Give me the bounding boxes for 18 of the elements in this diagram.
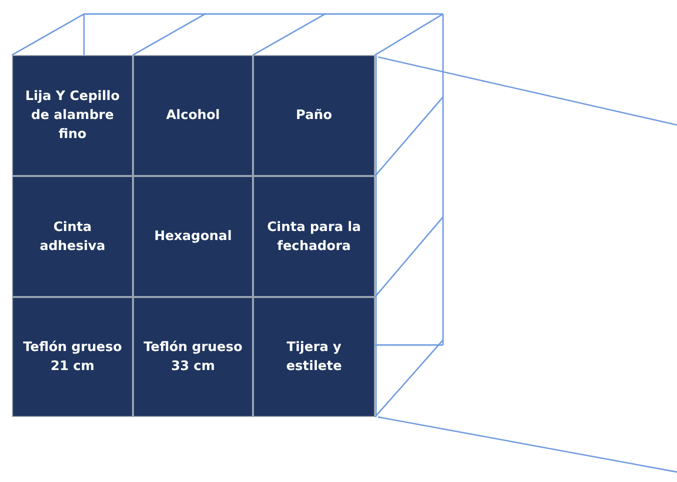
grid-cell [133,176,253,297]
grid-cell [253,297,375,417]
cell-label: Paño [294,107,334,125]
cell-label: Tijera y estilete [285,339,343,376]
cell-label: Hexagonal [153,228,233,246]
cell-label: Teflón grueso 33 cm [142,339,244,376]
grid-cell [12,55,133,176]
grid-cell [12,176,133,297]
cell-label: Cinta para la fechadora [266,218,362,256]
grid-cell [133,55,253,176]
grid-cell [133,297,253,417]
grid-cell [253,55,375,176]
cell-label: Lija Y Cepillo de alambre fino [24,88,121,144]
grid-cell [12,297,133,417]
cell-label: Alcohol [165,107,221,125]
grid-cell [253,176,375,297]
cell-label: Teflón grueso 21 cm [22,339,123,376]
cell-label: Cinta adhesiva [38,218,106,256]
